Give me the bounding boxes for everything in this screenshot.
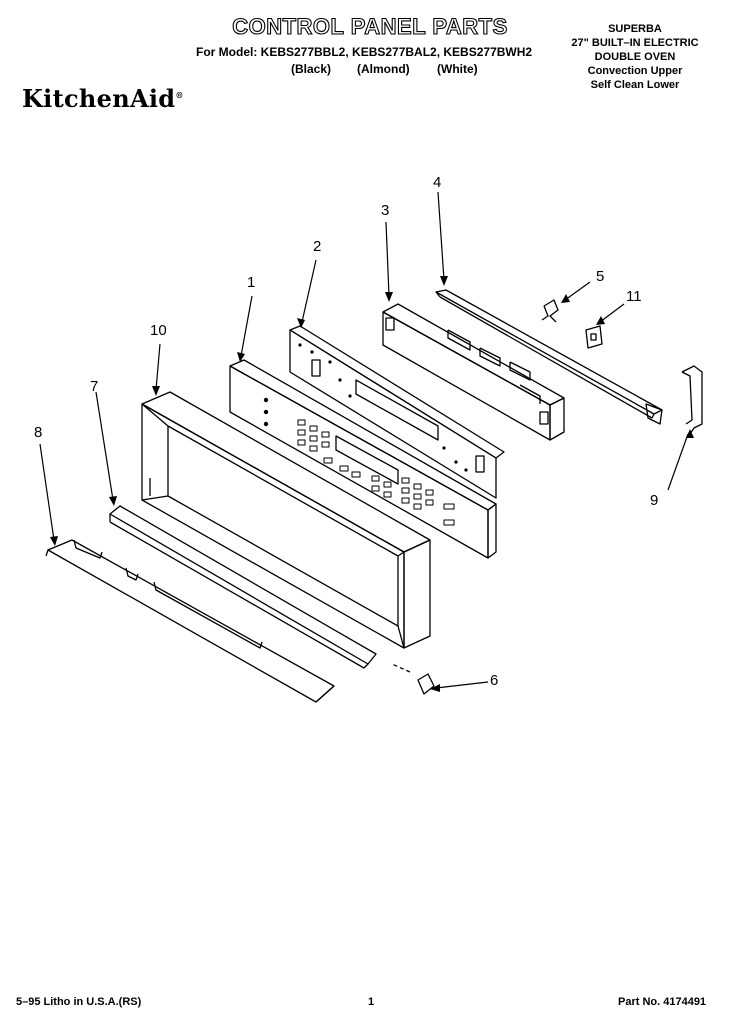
- part-10-frame: [141, 391, 431, 649]
- part-2-overlay: [289, 325, 505, 499]
- callout-11: 11: [626, 288, 642, 305]
- part-11-clip: [585, 325, 603, 349]
- litho-note: 5–95 Litho in U.S.A.(RS): [16, 996, 142, 1008]
- product-line-2: 27" BUILT–IN ELECTRIC: [571, 37, 699, 49]
- callout-leaders: [39, 191, 689, 689]
- part-5-clip: [541, 299, 559, 323]
- part-1-control-panel: [229, 359, 497, 559]
- callout-7: 7: [90, 378, 99, 395]
- callout-8: 8: [34, 424, 43, 441]
- part-number: Part No. 4174491: [618, 996, 707, 1008]
- page-title: CONTROL PANEL PARTS: [232, 13, 508, 39]
- product-line-4: Convection Upper: [587, 65, 683, 77]
- product-line-5: Self Clean Lower: [590, 79, 680, 91]
- part-8-bottom-strip: [45, 539, 335, 703]
- part-7-lower-trim: [109, 505, 377, 669]
- model-numbers: For Model: KEBS277BBL2, KEBS277BAL2, KEB…: [196, 45, 533, 59]
- part-6-clip: [391, 663, 435, 695]
- page-number: 1: [368, 996, 375, 1008]
- callout-4: 4: [433, 174, 442, 191]
- part-4-trim-strip: [435, 289, 663, 425]
- callout-arrowheads: [50, 276, 694, 692]
- brand-logo: KitchenAid®: [22, 84, 184, 113]
- callout-2: 2: [313, 238, 322, 255]
- callout-3: 3: [381, 202, 390, 219]
- part-9-wire-bracket: [681, 365, 703, 435]
- callout-5: 5: [596, 268, 605, 285]
- callout-6: 6: [490, 672, 499, 689]
- color-white: (White): [437, 62, 478, 76]
- product-line-1: SUPERBA: [608, 23, 662, 35]
- callout-10: 10: [150, 322, 167, 339]
- product-line-3: DOUBLE OVEN: [594, 51, 676, 63]
- color-black: (Black): [291, 62, 332, 76]
- part-3-housing: [382, 303, 565, 441]
- color-almond: (Almond): [357, 62, 410, 76]
- callout-1: 1: [247, 274, 256, 291]
- callout-9: 9: [650, 492, 659, 509]
